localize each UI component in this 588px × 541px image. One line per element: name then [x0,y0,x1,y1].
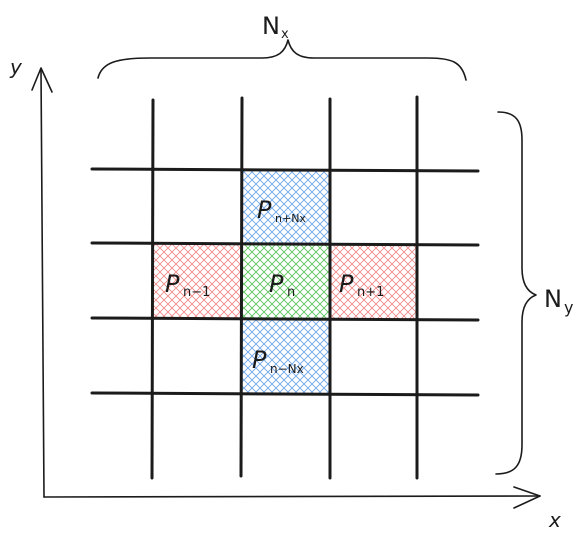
cell-right-fill [330,244,417,319]
top-brace [97,39,467,81]
highlighted-cells [153,170,417,393]
right-brace [495,111,537,475]
grid-vertical-line [150,98,155,480]
cell-label-top: P n+Nx [257,196,306,225]
cell-bottom-main: P [252,346,267,374]
cell-left-fill [153,244,242,319]
cell-top-sub: n+Nx [275,212,306,225]
cell-right-sub: n+1 [357,285,384,300]
cell-label-left: P n−1 [165,270,210,300]
ny-label-main: N [544,285,562,313]
grid-vertical-line [239,96,244,478]
axes [31,67,541,509]
x-axis-arrowhead [513,486,541,509]
nx-label-sub: x [281,27,289,42]
cell-right-main: P [339,270,354,298]
y-axis-arrowhead [31,67,53,93]
right-brace-label: N y [544,285,573,317]
cell-bottom-sub: n−Nx [270,362,304,376]
x-axis-line [43,495,541,498]
grid-horizontal-line [90,391,480,397]
ny-label-sub: y [564,298,573,317]
x-axis-label: x [548,508,561,532]
cell-label-center: P n [269,270,295,300]
grid-lines [90,95,480,480]
cell-bottom-fill [242,319,330,393]
y-axis-line [40,69,45,498]
cell-top-main: P [257,196,272,224]
cell-left-main: P [165,270,180,298]
cell-left-sub: n−1 [183,285,210,300]
grid-horizontal-line [90,241,480,247]
cell-label-bottom: P n−Nx [252,346,304,376]
cell-center-fill [242,244,330,319]
cell-top-fill [242,170,330,244]
y-axis-label: y [9,55,23,79]
nx-label-main: N [262,12,280,40]
grid-horizontal-line [90,167,480,173]
cell-center-sub: n [287,285,295,300]
cell-label-right: P n+1 [339,270,384,300]
top-brace-label: N x [262,12,289,42]
cell-center-main: P [269,270,284,298]
grid-horizontal-line [90,316,480,322]
